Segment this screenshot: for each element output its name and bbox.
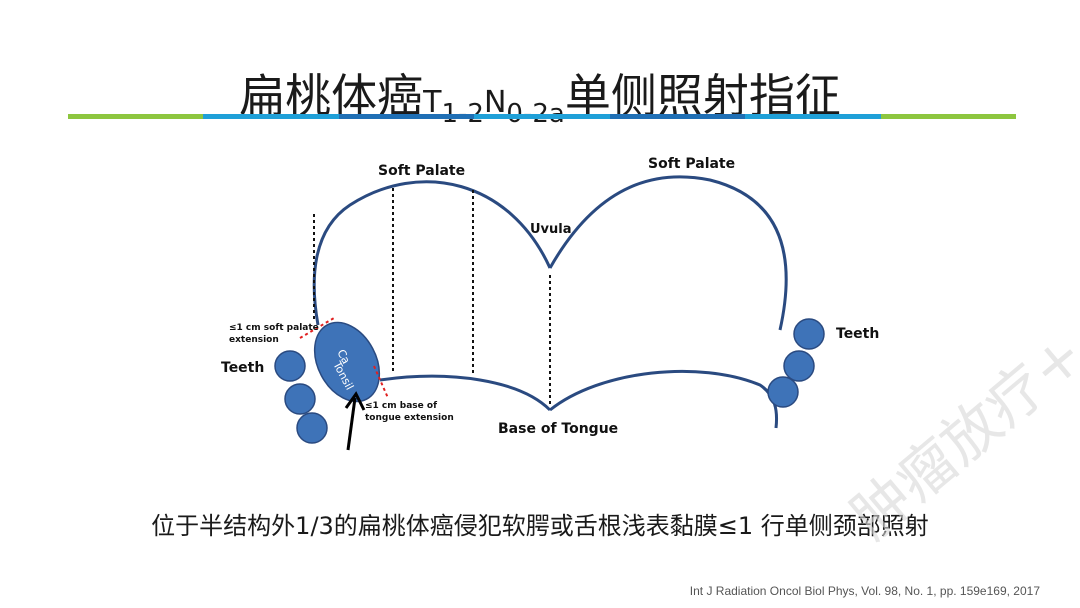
title-divider	[68, 114, 1016, 119]
tooth-right-2	[783, 350, 815, 382]
teeth-right	[767, 318, 825, 408]
tooth-right-3	[767, 376, 799, 408]
tooth-left-2	[284, 383, 316, 415]
title-n: N	[483, 85, 507, 120]
label-teeth-left: Teeth	[221, 360, 264, 376]
divider-segment	[474, 114, 610, 119]
label-soft-palate-right: Soft Palate	[648, 156, 735, 172]
citation: Int J Radiation Oncol Biol Phys, Vol. 98…	[689, 584, 1040, 598]
base-of-tongue-right	[549, 369, 779, 429]
divider-segment	[68, 114, 204, 119]
tumor-arrow	[344, 391, 366, 451]
extension-margins	[299, 317, 389, 399]
base-of-tongue-left	[379, 374, 552, 412]
tooth-left-1	[274, 350, 306, 382]
label-soft-palate-extension-2: extension	[229, 335, 279, 345]
divider-segment	[609, 114, 746, 119]
label-uvula: Uvula	[530, 222, 572, 237]
divider-segment	[203, 114, 339, 119]
soft-palate-margin-line	[299, 317, 335, 339]
label-soft-palate-extension-1: ≤1 cm soft palate	[229, 323, 319, 333]
arrow-shaft	[346, 397, 357, 451]
label-soft-palate-left: Soft Palate	[378, 163, 465, 179]
right-palate-arch	[548, 175, 788, 331]
label-tongue-extension-2: tongue extension	[365, 413, 454, 423]
divider-segment	[745, 114, 881, 119]
tumor-label-ca: Ca	[334, 347, 352, 366]
label-teeth-right: Teeth	[836, 326, 879, 342]
arrow-head	[344, 391, 366, 411]
teeth-left	[274, 350, 328, 444]
division-lines	[313, 188, 551, 404]
slide-caption: 位于半结构外1/3的扁桃体癌侵犯软腭或舌根浅表黏膜≤1 行单侧颈部照射	[151, 512, 929, 540]
left-palate-arch	[312, 180, 552, 326]
tonsil-tumor	[313, 321, 381, 403]
label-tongue-extension-1: ≤1 cm base of	[365, 401, 437, 411]
tooth-right-1	[793, 318, 825, 350]
divider-segment	[880, 114, 1016, 119]
tooth-left-3	[296, 412, 328, 444]
title-t: T	[423, 85, 442, 120]
label-base-of-tongue: Base of Tongue	[498, 421, 618, 437]
divider-segment	[338, 114, 475, 119]
